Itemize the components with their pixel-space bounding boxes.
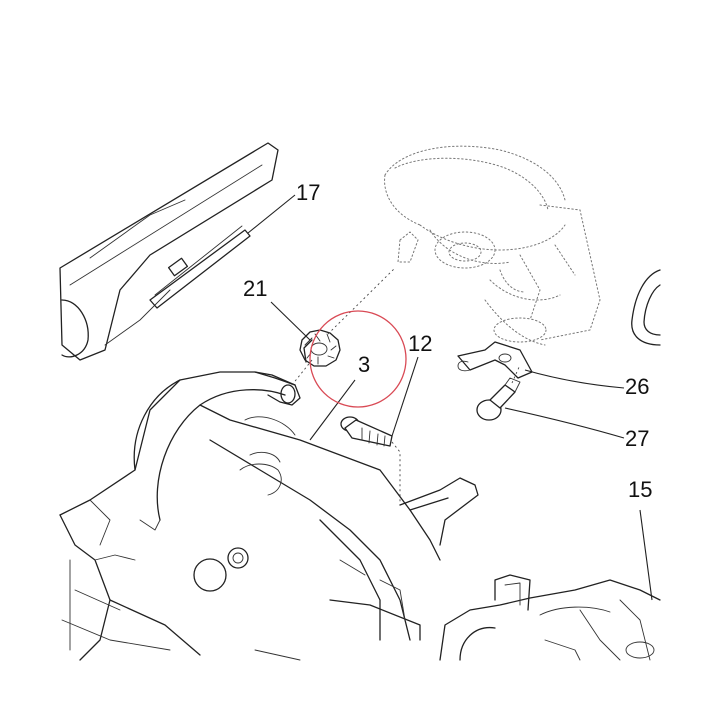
- callout-leaders: [247, 194, 653, 601]
- callout-21: 21: [243, 276, 268, 301]
- part-27-push-pin: [476, 364, 521, 421]
- right-edge-loop: [631, 269, 661, 346]
- callout-12: 12: [408, 331, 433, 356]
- bar-cover-plate: [59, 142, 279, 361]
- callout-27: 27: [625, 426, 650, 451]
- engine-housing-phantom: [384, 145, 601, 346]
- callout-3: 3: [358, 352, 371, 377]
- callout-15: 15: [628, 477, 653, 502]
- saw-body-casing: [59, 371, 479, 661]
- assembly-line-21: [291, 267, 396, 386]
- part-17-slider-strip: [149, 225, 251, 309]
- clutch-drum-assembly: [439, 574, 661, 661]
- part-26-bracket-clip: [457, 341, 533, 379]
- callout-17: 17: [296, 180, 321, 205]
- part-12-bolt: [340, 416, 401, 505]
- callout-26: 26: [625, 374, 650, 399]
- highlight-circle: [309, 310, 407, 408]
